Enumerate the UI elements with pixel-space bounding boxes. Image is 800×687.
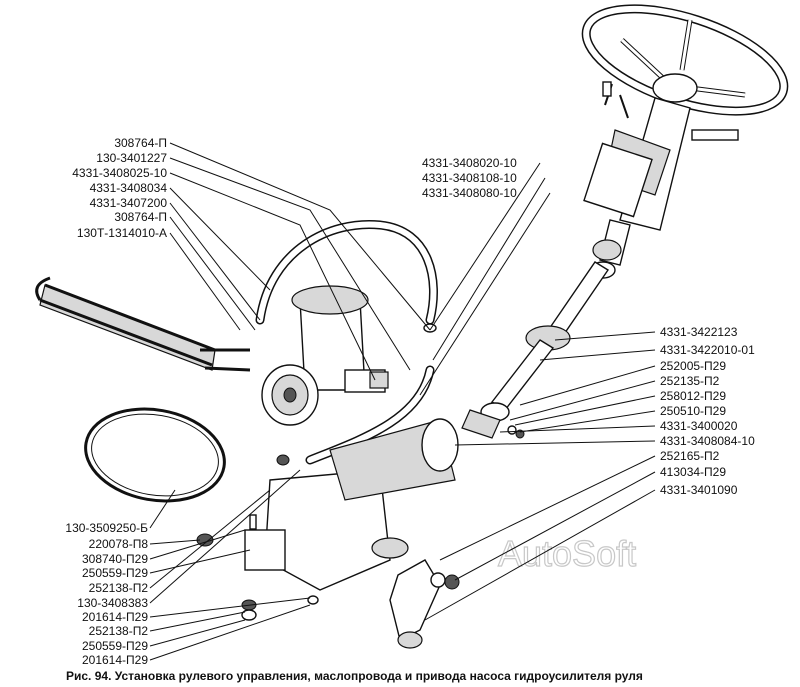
oil-cooler <box>35 276 251 372</box>
label-left-6: 308764-П <box>114 210 167 224</box>
label-bl-2: 220078-П8 <box>89 537 149 551</box>
label-bl-9: 250559-П29 <box>82 639 148 653</box>
label-right-1: 4331-3422123 <box>660 325 738 339</box>
label-right-7: 4331-3400020 <box>660 419 738 433</box>
label-right-6: 250510-П29 <box>660 404 726 418</box>
figure-caption: Рис. 94. Установка рулевого управления, … <box>66 669 643 683</box>
label-right-4: 252135-П2 <box>660 374 720 388</box>
label-right-5: 258012-П29 <box>660 389 726 403</box>
label-bl-6: 130-3408383 <box>77 596 148 610</box>
label-right-2: 4331-3422010-01 <box>660 343 755 357</box>
label-bl-7: 201614-П29 <box>82 610 148 624</box>
label-left-2: 130-3401227 <box>96 151 167 165</box>
label-top-3: 4331-3408080-10 <box>422 186 517 200</box>
label-left-3: 4331-3408025-10 <box>72 166 167 180</box>
label-right-11: 4331-3401090 <box>660 483 738 497</box>
label-left-4: 4331-3408034 <box>90 181 168 195</box>
labels-bottom-left: 130-3509250-Б 220078-П8 308740-П29 25055… <box>65 521 148 667</box>
steering-gear <box>244 418 459 591</box>
label-left-7: 130Т-1314010-А <box>77 226 167 240</box>
hoses <box>255 219 438 465</box>
label-right-8: 4331-3408084-10 <box>660 434 755 448</box>
label-right-10: 413034-П29 <box>660 465 726 479</box>
intermediate-shaft <box>461 261 609 439</box>
steering-wheel <box>581 4 789 116</box>
labels-right: 4331-3422123 4331-3422010-01 252005-П29 … <box>660 325 755 497</box>
label-top-1: 4331-3408020-10 <box>422 156 517 170</box>
pitman-arm <box>389 559 460 649</box>
label-bl-4: 250559-П29 <box>82 566 148 580</box>
label-bl-3: 308740-П29 <box>82 552 148 566</box>
label-left-5: 4331-3407200 <box>90 196 168 210</box>
label-left-1: 308764-П <box>114 136 167 150</box>
labels-top: 4331-3408020-10 4331-3408108-10 4331-340… <box>422 156 517 200</box>
label-bl-5: 252138-П2 <box>89 581 149 595</box>
label-bl-10: 201614-П29 <box>82 653 148 667</box>
leader-lines <box>149 142 656 661</box>
label-bl-8: 252138-П2 <box>89 624 149 638</box>
drive-belt <box>84 407 226 503</box>
pump <box>261 285 389 426</box>
label-right-3: 252005-П29 <box>660 359 726 373</box>
labels-left: 308764-П 130-3401227 4331-3408025-10 433… <box>72 136 167 240</box>
label-bl-1: 130-3509250-Б <box>65 521 148 535</box>
label-top-2: 4331-3408108-10 <box>422 171 517 185</box>
label-right-9: 252165-П2 <box>660 449 720 463</box>
steering-column <box>583 81 739 279</box>
